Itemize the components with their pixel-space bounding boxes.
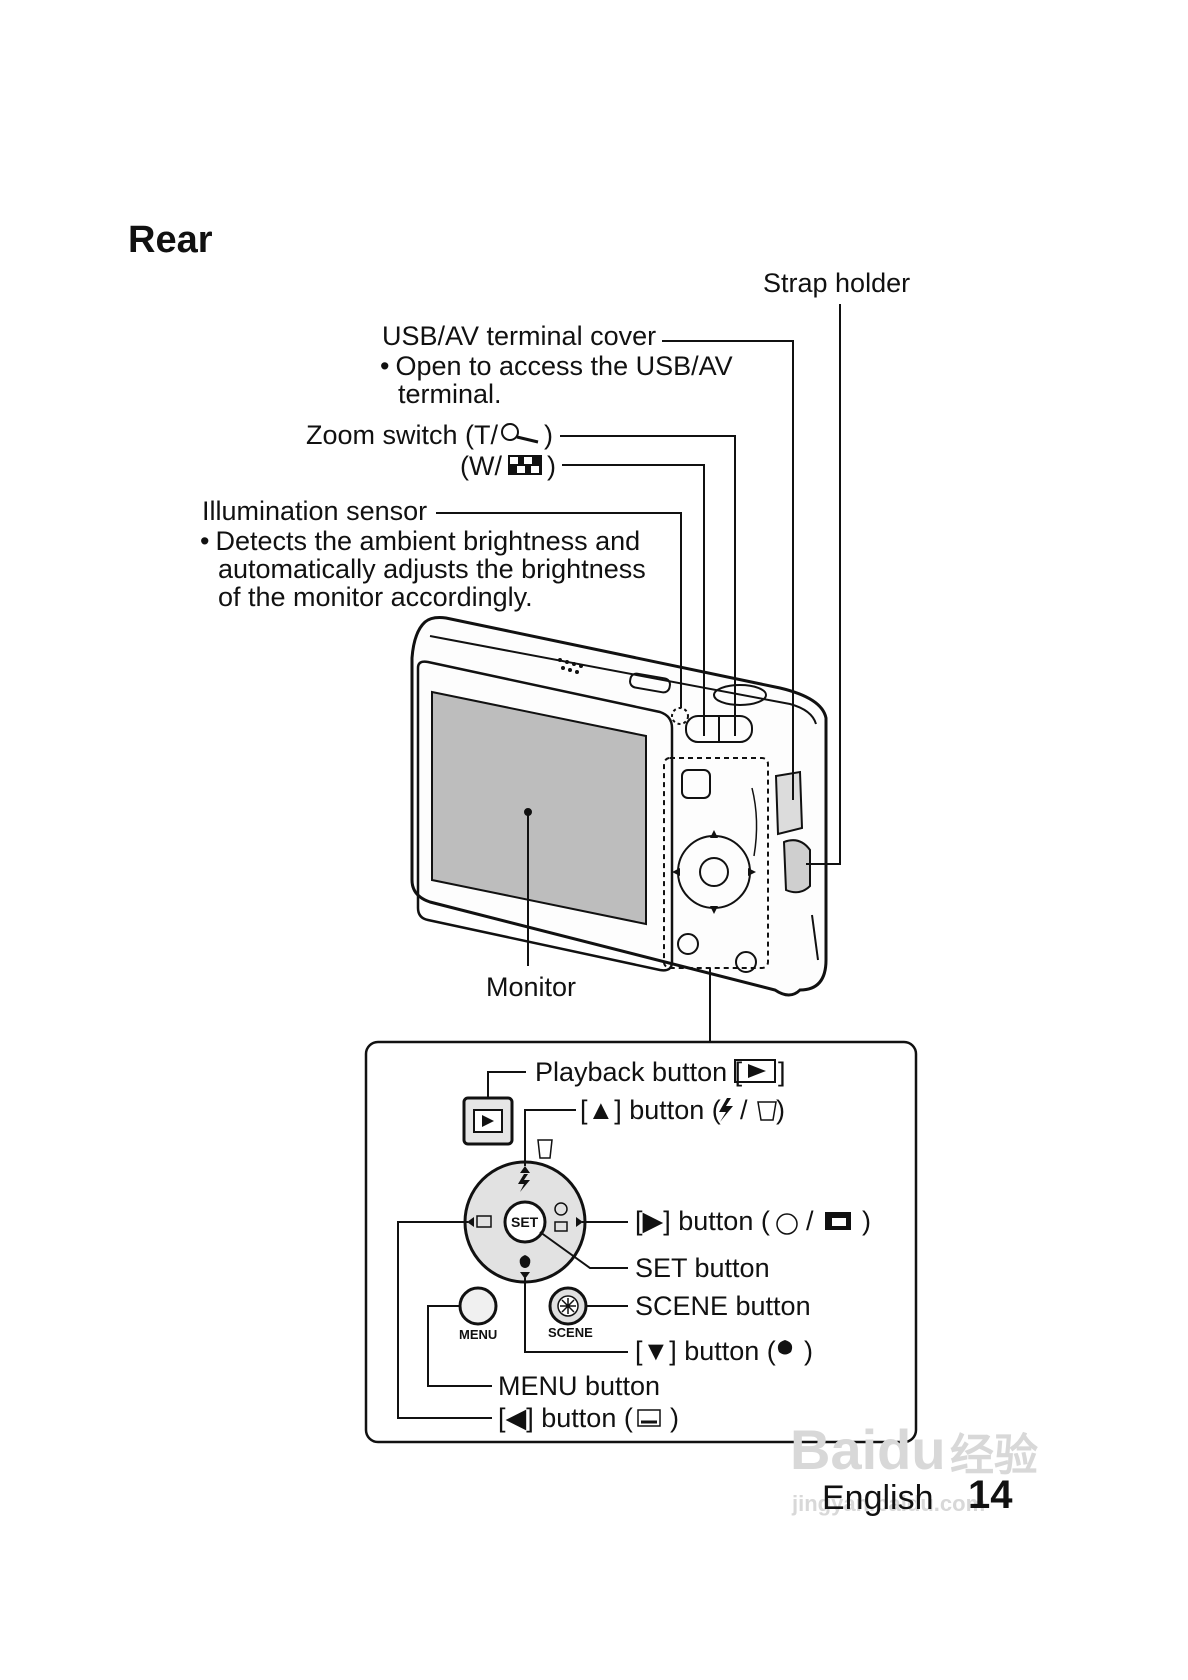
menu-button-label: MENU button	[498, 1371, 661, 1401]
set-button-caption: SET	[511, 1214, 539, 1230]
left-button-leader	[397, 1221, 492, 1419]
strap-holder	[782, 839, 811, 894]
playback-button-small	[681, 769, 711, 799]
section-title: Rear	[128, 219, 213, 261]
illumination-sensor-label: Illumination sensor	[202, 496, 428, 526]
set-button-small	[699, 857, 729, 887]
right-button-label-mid: /	[806, 1206, 814, 1236]
playback-button-label: Playback button [	[535, 1057, 743, 1087]
menu-button-caption: MENU	[459, 1327, 498, 1342]
footer-language: English	[822, 1479, 934, 1517]
illumination-note-line-3: of the monitor accordingly.	[218, 582, 533, 612]
macro-inline-icon	[777, 1340, 793, 1355]
left-button-label-end: )	[670, 1403, 679, 1433]
zoom-w-label: (W/	[460, 451, 502, 481]
usb-cover-note-line-1: Open to access the USB/AV	[380, 352, 732, 380]
usb-cover	[774, 770, 804, 836]
display-icon	[476, 1215, 492, 1228]
scene-button-small	[735, 951, 757, 973]
playback-inline-icon	[734, 1059, 776, 1083]
down-button-label-end: )	[804, 1336, 813, 1366]
set-button	[503, 1200, 547, 1244]
left-button-label: [◀] button (	[498, 1403, 633, 1433]
illumination-note: Detects the ambient brightness and autom…	[200, 527, 646, 612]
illumination-note-line-1: Detects the ambient brightness and	[200, 527, 646, 555]
scene-button-caption: SCENE	[548, 1325, 593, 1340]
down-button-leader	[524, 1278, 628, 1353]
up-button-leader	[524, 1109, 576, 1166]
strap-holder-label: Strap holder	[763, 268, 911, 298]
menu-button-small	[677, 933, 699, 955]
usb-cover-note: Open to access the USB/AV terminal.	[380, 352, 732, 409]
up-button-label: [▲] button (	[580, 1095, 721, 1125]
up-button-label-mid: /	[740, 1095, 748, 1125]
watermark-brand: Baidu	[790, 1420, 946, 1480]
delete-inline-icon	[757, 1101, 777, 1121]
watermark-brand-part-1: Bai	[790, 1418, 878, 1481]
flash-icon	[518, 1174, 530, 1192]
zoom-t-close: )	[544, 420, 553, 450]
zoom-t-label: (T/	[465, 420, 498, 450]
magnify-icon	[501, 423, 519, 441]
timer-inline-icon	[776, 1213, 798, 1235]
usb-cover-label: USB/AV terminal cover	[382, 321, 657, 351]
up-button-label-end: )	[776, 1095, 785, 1125]
shutter-button	[713, 684, 767, 706]
speaker-grille	[558, 658, 583, 674]
control-panel-region	[663, 757, 769, 969]
timer-icon	[554, 1202, 568, 1216]
watermark-cn: 经验	[950, 1431, 1038, 1480]
flash-inline-icon	[719, 1098, 733, 1122]
usb-cover-leader	[662, 340, 794, 800]
illumination-leader	[436, 512, 682, 708]
camera-top-edge	[429, 635, 817, 725]
zoom-switch-label: Zoom switch	[306, 420, 458, 450]
playback-button-label-end: ]	[778, 1057, 786, 1087]
set-button-leader	[539, 1231, 628, 1269]
menu-button-leader	[427, 1305, 492, 1387]
watermark-url: jingyan.baidu.com	[792, 1491, 986, 1516]
down-button-label: [▼] button (	[635, 1336, 776, 1366]
page-number: 14	[968, 1473, 1013, 1517]
illumination-note-line-2: automatically adjusts the brightness	[218, 554, 646, 584]
monitor-bezel	[416, 660, 674, 972]
display-inline-icon	[637, 1409, 661, 1427]
detail-box	[364, 1040, 918, 1444]
macro-icon	[519, 1255, 531, 1268]
right-button-label: [▶] button (	[635, 1206, 770, 1236]
top-button	[629, 672, 671, 694]
monitor-label: Monitor	[486, 972, 577, 1002]
strap-holder-leader	[806, 304, 841, 865]
playback-leader	[487, 1071, 526, 1098]
usb-cover-note-line-2: terminal.	[398, 379, 502, 409]
delete-icon	[537, 1139, 553, 1159]
watermark-brand-part-2: du	[877, 1418, 946, 1481]
monitor-screen	[431, 690, 647, 926]
scene-button-label: SCENE button	[635, 1291, 811, 1321]
zoom-t-leader	[560, 435, 736, 736]
zoom-w-leader	[562, 464, 705, 736]
right-button-label-end: )	[862, 1206, 871, 1236]
menu-button	[458, 1286, 498, 1326]
zoom-w-close: )	[547, 451, 556, 481]
set-button-label: SET button	[635, 1253, 770, 1283]
